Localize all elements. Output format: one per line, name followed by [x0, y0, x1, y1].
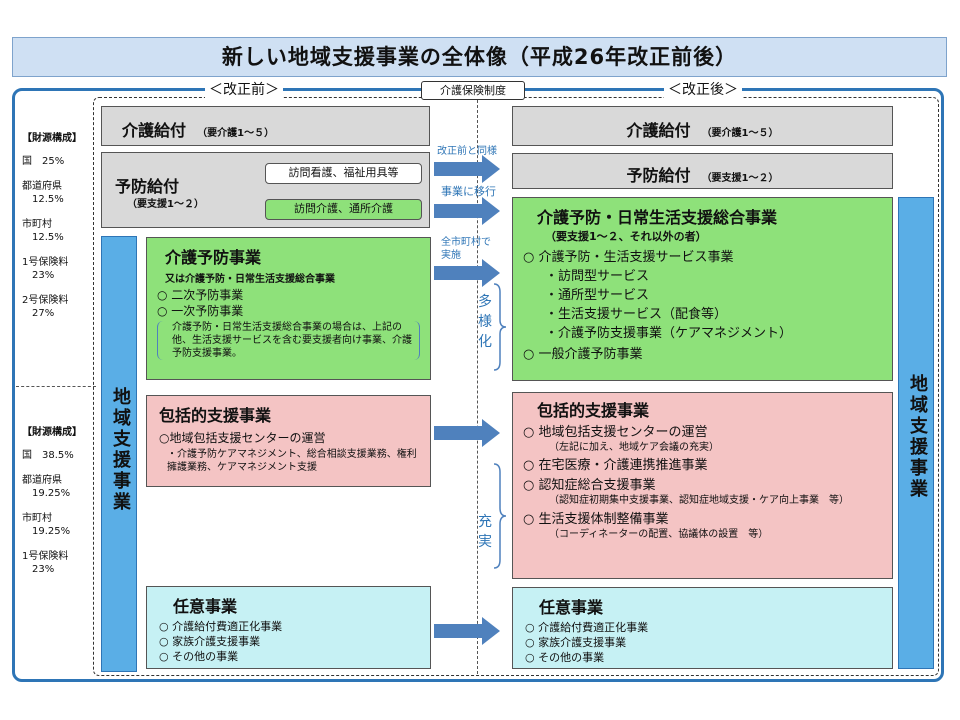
- seido-label: 介護保険制度: [421, 81, 525, 100]
- after-sogo-sub: （要支援1～２、それ以外の者）: [545, 230, 707, 243]
- funding-line: 23%: [32, 270, 55, 281]
- before-kaigo-yobo-item: ○ 二次予防事業: [157, 288, 244, 302]
- after-yobo-kyufu-sub: （要支援1～２）: [701, 173, 779, 184]
- before-nini-title: 任意事業: [173, 597, 238, 616]
- after-hokatsu-item: （認知症初期集中支援事業、認知症地域支援・ケア向上事業 等）: [549, 495, 849, 506]
- before-hokatsu-item: ○地域包括支援センターの運営: [159, 431, 326, 445]
- before-yobo-kyufu-sub: （要支援1～２）: [127, 199, 204, 210]
- before-nini-item: ○ 家族介護支援事業: [159, 635, 261, 648]
- funding-line: 12.5%: [32, 194, 64, 205]
- after-nini-item: ○ 家族介護支援事業: [525, 636, 627, 649]
- arrow-note-3-line2: 実施: [441, 250, 461, 261]
- after-sogo-item: ・訪問型サービス: [545, 269, 650, 284]
- funding-line: 1号保険料: [22, 551, 69, 562]
- before-kaigo-yobo-item: ○ 一次予防事業: [157, 304, 244, 318]
- after-label: ＜改正後＞: [664, 82, 742, 98]
- funding-heading: 【財源構成】: [22, 427, 82, 438]
- funding-line: 19.25%: [32, 526, 71, 537]
- funding-line: 1号保険料: [22, 257, 69, 268]
- funding-heading: 【財源構成】: [22, 133, 82, 144]
- tayouka-label: 多様化: [478, 294, 492, 350]
- arrow-note-1: 改正前と同様: [437, 146, 497, 157]
- after-sogo-item: ○ 介護予防・生活支援サービス事業: [523, 250, 734, 265]
- after-chiiki-label-box: 地域支援事業: [898, 197, 934, 669]
- funding-line: 19.25%: [32, 488, 71, 499]
- before-nini-box: 任意事業 ○ 介護給付費適正化事業 ○ 家族介護支援事業 ○ その他の事業: [146, 586, 431, 669]
- after-hokatsu-item: （左記に加え、地域ケア会議の充実）: [549, 442, 719, 453]
- before-nini-item: ○ その他の事業: [159, 650, 239, 663]
- before-kaigo-kyufu-title: 介護給付: [122, 121, 187, 140]
- before-hokatsu-title: 包括的支援事業: [159, 406, 272, 425]
- funding-lower: 【財源構成】 国 38.5% 都道府県 19.25% 市町村 19.25% 1号…: [22, 426, 94, 576]
- arrow-5: [434, 617, 500, 645]
- funding-line: 市町村: [22, 219, 52, 230]
- after-chiiki-label: 地域支援事業: [907, 374, 928, 500]
- arrow-2: [434, 197, 500, 225]
- center-divider: [477, 100, 478, 674]
- tag-houmon-kango: 訪問看護、福祉用具等: [265, 163, 422, 184]
- before-label: ＜改正前＞: [205, 82, 283, 98]
- arrow-1: [434, 155, 500, 183]
- before-kaigo-kyufu: 介護給付 （要介護1～５）: [101, 106, 430, 146]
- after-nini-title: 任意事業: [539, 598, 604, 617]
- funding-line: 27%: [32, 308, 55, 319]
- funding-line: 23%: [32, 564, 55, 575]
- arrow-note-3-line1: 全市町村で: [441, 237, 491, 248]
- before-kaigo-kyufu-sub: （要介護1～５）: [197, 128, 275, 139]
- jujitsu-label: 充実: [478, 514, 492, 550]
- before-kaigo-yobo-title: 介護予防事業: [165, 248, 262, 267]
- after-hokatsu-box: 包括的支援事業 ○ 地域包括支援センターの運営 （左記に加え、地域ケア会議の充実…: [512, 392, 893, 579]
- before-kaigo-yobo-note: 介護予防・日常生活支援総合事業の場合は、上記の他、生活支援サービスを含む要支援者…: [157, 321, 420, 360]
- arrow-note-2: 事業に移行: [441, 185, 496, 198]
- arrow-4: [434, 419, 500, 447]
- tayouka-brace: [493, 283, 507, 371]
- before-yobo-kyufu: 予防給付 （要支援1～２） 訪問看護、福祉用具等 訪問介護、通所介護: [101, 152, 430, 228]
- funding-upper: 【財源構成】 国 25% 都道府県 12.5% 市町村 12.5% 1号保険料 …: [22, 132, 94, 320]
- funding-line: 2号保険料: [22, 295, 69, 306]
- after-hokatsu-title: 包括的支援事業: [537, 401, 650, 420]
- before-kaigo-yobo-sub: 又は介護予防・日常生活支援総合事業: [165, 274, 335, 285]
- funding-line: 都道府県: [22, 475, 62, 486]
- tag-houmon-kaigo: 訪問介護、通所介護: [265, 199, 422, 220]
- funding-line: 市町村: [22, 513, 52, 524]
- funding-line: 都道府県: [22, 181, 62, 192]
- after-nini-box: 任意事業 ○ 介護給付費適正化事業 ○ 家族介護支援事業 ○ その他の事業: [512, 587, 893, 669]
- after-sogo-item: ・介護予防支援事業（ケアマネジメント）: [545, 326, 793, 341]
- before-hokatsu-note: ・介護予防ケアマネジメント、総合相談支援業務、権利擁護業務、ケアマネジメント支援: [167, 449, 417, 473]
- funding-line: 国 25%: [22, 156, 65, 167]
- after-hokatsu-item: ○ 生活支援体制整備事業: [523, 512, 669, 527]
- after-nini-item: ○ 介護給付費適正化事業: [525, 621, 649, 634]
- before-nini-item: ○ 介護給付費適正化事業: [159, 620, 283, 633]
- after-hokatsu-item: ○ 地域包括支援センターの運営: [523, 425, 708, 440]
- before-kaigo-yobo-box: 介護予防事業 又は介護予防・日常生活支援総合事業 ○ 二次予防事業 ○ 一次予防…: [146, 237, 431, 380]
- funding-line: 国 38.5%: [22, 450, 74, 461]
- before-yobo-kyufu-title: 予防給付: [115, 177, 180, 196]
- arrow-3: [434, 259, 500, 287]
- after-kaigo-kyufu: 介護給付 （要介護1～５）: [512, 106, 893, 146]
- after-yobo-kyufu: 予防給付 （要支援1～２）: [512, 153, 893, 189]
- after-sogo-item: ・生活支援サービス（配食等）: [545, 307, 728, 322]
- before-chiiki-label: 地域支援事業: [110, 387, 131, 513]
- after-kaigo-kyufu-sub: （要介護1～５）: [701, 128, 779, 139]
- after-hokatsu-item: ○ 認知症総合支援事業: [523, 478, 656, 493]
- after-sogo-title: 介護予防・日常生活支援総合事業: [537, 208, 778, 227]
- page-title: 新しい地域支援事業の全体像（平成26年改正前後）: [12, 37, 947, 77]
- funding-line: 12.5%: [32, 232, 64, 243]
- after-nini-item: ○ その他の事業: [525, 651, 605, 664]
- jujitsu-brace: [493, 463, 507, 569]
- before-chiiki-label-box: 地域支援事業: [101, 236, 137, 672]
- after-yobo-kyufu-title: 予防給付: [626, 166, 691, 185]
- sidebar-divider: [16, 386, 96, 387]
- arrow-note-3: 全市町村で 実施: [441, 236, 491, 262]
- after-sogo-item: ○ 一般介護予防事業: [523, 347, 643, 362]
- after-kaigo-kyufu-title: 介護給付: [626, 121, 691, 140]
- before-hokatsu-box: 包括的支援事業 ○地域包括支援センターの運営 ・介護予防ケアマネジメント、総合相…: [146, 395, 431, 487]
- after-hokatsu-item: ○ 在宅医療・介護連携推進事業: [523, 458, 708, 473]
- after-sogo-item: ・通所型サービス: [545, 288, 650, 303]
- after-hokatsu-item: （コーディネーターの配置、協議体の設置 等）: [549, 529, 769, 540]
- after-sogo-box: 介護予防・日常生活支援総合事業 （要支援1～２、それ以外の者） ○ 介護予防・生…: [512, 197, 893, 381]
